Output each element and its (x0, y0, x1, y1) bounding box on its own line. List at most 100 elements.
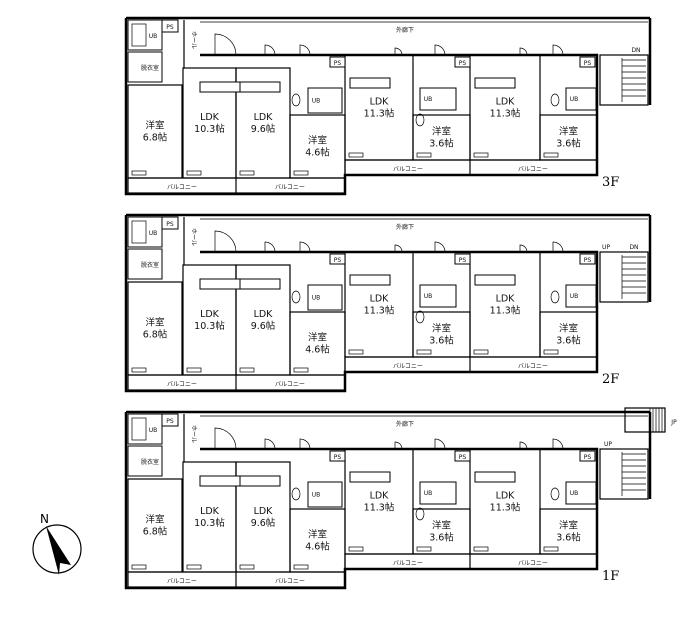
window-sill (416, 546, 432, 552)
room-size: 10.3帖 (194, 320, 225, 332)
balcony-label: バルコニー (167, 578, 197, 585)
kitchen-counter (199, 278, 241, 290)
room-name: 洋室 (308, 332, 327, 344)
balcony-label: バルコニー (518, 166, 548, 173)
room-outline (289, 508, 346, 573)
room-size: 11.3帖 (490, 502, 521, 514)
balcony-label: バルコニー (393, 166, 423, 173)
pipe-space (579, 56, 596, 68)
room-size: 3.6帖 (429, 138, 454, 150)
room-outline (344, 448, 414, 555)
unit-bath-label: UB (570, 490, 579, 497)
north-label: N (40, 512, 49, 526)
door-swing (264, 44, 276, 56)
unit-bath (127, 216, 163, 248)
room-name: 洋室 (559, 126, 578, 138)
window-sill (186, 564, 202, 570)
room-outline (469, 54, 541, 161)
pipe-space (579, 253, 596, 265)
door-swing (214, 427, 237, 450)
room-size: 6.8帖 (143, 329, 168, 341)
kitchen-counter (474, 274, 516, 286)
unit-bath (419, 87, 457, 111)
unit-bath-label: UB (424, 490, 433, 497)
window-sill (348, 349, 364, 355)
hall-label: ホール (190, 425, 197, 443)
pipe-space-label: PS (459, 257, 467, 264)
window-sill (293, 564, 309, 570)
stair-direction-label: UP (602, 244, 610, 251)
window-sill (543, 546, 559, 552)
room-size: 6.8帖 (143, 526, 168, 538)
unit-bath-label: UB (312, 295, 321, 302)
room-size: 11.3帖 (490, 108, 521, 120)
door-swing (394, 244, 403, 253)
window-sill (131, 564, 147, 570)
window-sill (348, 546, 364, 552)
entrance-label: JP (670, 419, 677, 426)
kitchen-counter (474, 471, 516, 483)
kitchen-counter (349, 471, 391, 483)
unit-bath (307, 87, 343, 114)
door-swing (434, 44, 446, 56)
staircase (599, 251, 649, 303)
toilet (415, 310, 425, 324)
window-sill (131, 170, 147, 176)
toilet (550, 93, 560, 107)
room-outline (289, 114, 346, 179)
window-sill (473, 546, 489, 552)
pipe-space-label: PS (334, 454, 342, 461)
window-sill (239, 564, 255, 570)
window-sill (543, 349, 559, 355)
room-name: 洋室 (559, 520, 578, 532)
room-name: 洋室 (432, 323, 451, 335)
door-swing (519, 441, 528, 450)
balcony-label: バルコニー (518, 363, 548, 370)
room-outline (469, 251, 541, 358)
door-swing (434, 438, 446, 450)
room-size: 4.6帖 (305, 344, 330, 356)
pipe-space-label: PS (584, 60, 592, 67)
kitchen-counter (239, 81, 281, 93)
unit-bath-label: UB (149, 427, 158, 434)
floor-label: 3F (602, 175, 619, 190)
unit-bath-label: UB (312, 492, 321, 499)
room-name: LDK (370, 491, 390, 502)
door-swing (434, 241, 446, 253)
room-name: LDK (200, 112, 220, 123)
room-name: 洋室 (145, 514, 164, 526)
window-sill (473, 152, 489, 158)
room-name: 洋室 (559, 323, 578, 335)
unit-bath (419, 481, 457, 505)
room-outline (469, 448, 541, 555)
window-sill (543, 152, 559, 158)
corridor-label: 外廊下 (396, 26, 414, 34)
pipe-space-label: PS (166, 221, 174, 228)
room-size: 10.3帖 (194, 517, 225, 529)
corridor-label: 外廊下 (396, 223, 414, 231)
room-size: 3.6帖 (556, 335, 581, 347)
window-sill (239, 170, 255, 176)
room-size: 4.6帖 (305, 147, 330, 159)
kitchen-counter (199, 475, 241, 487)
bathtub (131, 220, 147, 244)
window-sill (348, 152, 364, 158)
pipe-space (161, 413, 179, 427)
door-swing (394, 441, 403, 450)
toilet (291, 290, 301, 304)
room-name: 洋室 (145, 317, 164, 329)
unit-bath-label: UB (149, 33, 158, 40)
door-swing (552, 438, 564, 450)
door-swing (214, 33, 237, 56)
room-name: LDK (254, 112, 274, 123)
floor-2f: 外廊下UBPS脱衣室ホール洋室6.8帖LDK10.3帖LDK9.6帖洋室4.6帖… (124, 213, 652, 393)
dressing-label: 脱衣室 (141, 261, 159, 269)
kitchen-counter (349, 274, 391, 286)
unit-bath-label: UB (424, 96, 433, 103)
room-name: LDK (254, 309, 274, 320)
pipe-space (579, 450, 596, 462)
window-sill (416, 152, 432, 158)
window-sill (186, 367, 202, 373)
balcony (344, 356, 598, 373)
window-sill (186, 170, 202, 176)
